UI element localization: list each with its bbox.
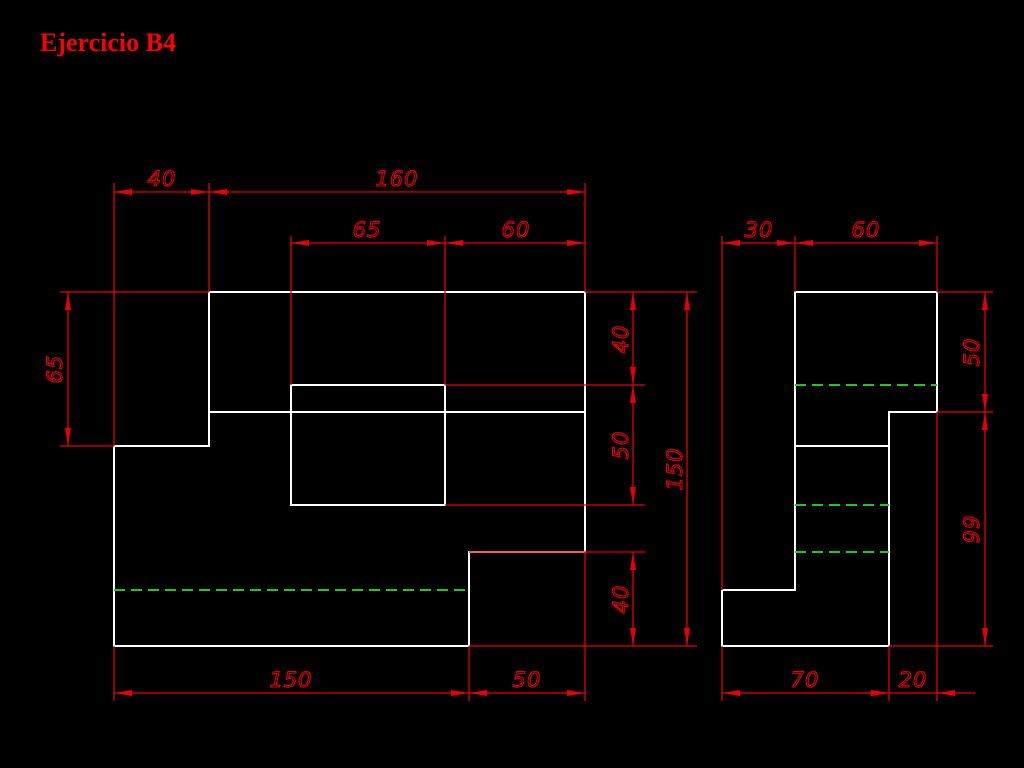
dim-front-bottom-150: 150: [114, 667, 469, 696]
dim-side-top-60: 60: [795, 217, 937, 246]
side-extension-lines: [721, 236, 993, 701]
side-view: [721, 291, 938, 647]
dim-label: 70: [791, 668, 820, 692]
dim-label: 40: [609, 585, 633, 614]
dim-front-right-150: 150: [662, 292, 690, 646]
side-dimensions: 30 60 50 99 70: [721, 217, 993, 701]
dim-label: 50: [960, 338, 984, 367]
dim-side-right-50: 50: [959, 292, 988, 412]
dim-side-right-99: 99: [959, 412, 988, 646]
dim-label: 65: [43, 355, 67, 384]
dim-label: 40: [148, 167, 177, 191]
dim-front-top-60: 60: [445, 217, 585, 246]
dim-label: 30: [745, 218, 774, 242]
front-view-outline: [113, 291, 586, 647]
dim-label: 60: [502, 218, 531, 242]
dim-label: 20: [899, 668, 928, 692]
dim-front-left-65: 65: [42, 292, 71, 446]
dim-label: 50: [609, 431, 633, 460]
front-view: [113, 291, 586, 647]
dim-label: 160: [375, 167, 418, 191]
dim-label: 40: [609, 325, 633, 354]
dim-side-bottom-20: 20: [871, 667, 975, 696]
side-view-outline: [721, 291, 938, 647]
dim-label: 50: [513, 668, 542, 692]
dim-label: 65: [353, 218, 382, 242]
page-title: Ejercicio B4: [40, 28, 176, 57]
dim-front-bottom-50: 50: [469, 667, 585, 696]
front-extension-lines: [60, 183, 697, 701]
dim-label: 150: [663, 447, 687, 490]
dim-front-top-65: 65: [291, 217, 445, 246]
dim-label: 150: [269, 668, 312, 692]
dim-side-top-30: 30: [722, 217, 795, 246]
dim-label: 99: [960, 515, 984, 544]
dim-front-right-40-top: 40: [608, 292, 636, 385]
dim-front-top-40: 40: [114, 166, 209, 195]
front-dimensions: 40 160 65 60 65: [42, 166, 697, 701]
front-pocket-outline: [290, 384, 446, 506]
dim-label: 60: [852, 218, 881, 242]
dim-front-right-50: 50: [608, 385, 636, 505]
dim-side-bottom-70: 70: [722, 667, 889, 696]
dim-front-right-40-bottom: 40: [608, 552, 636, 646]
dim-front-top-160: 160: [209, 166, 585, 195]
